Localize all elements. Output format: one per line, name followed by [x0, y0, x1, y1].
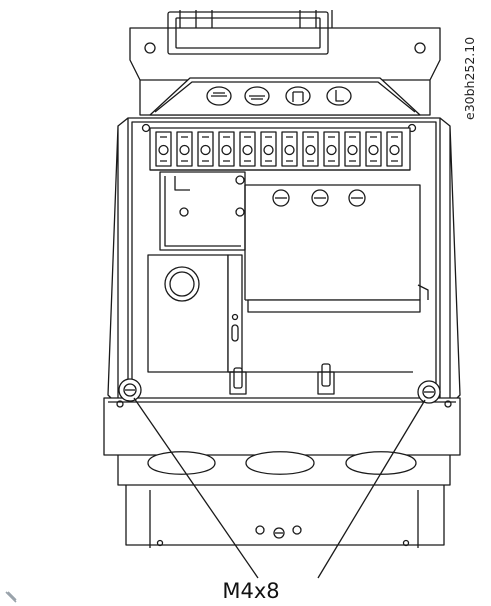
- bottom-shroud: [103, 397, 461, 486]
- callout-label: M4x8: [222, 579, 280, 603]
- terminal-screw: [239, 131, 256, 167]
- mounting-rail: [227, 254, 243, 373]
- screw-left: [118, 378, 142, 402]
- terminal-screw: [365, 131, 382, 167]
- grounding-studs: [228, 363, 413, 395]
- callout-leaders: [133, 397, 426, 579]
- corner-mark: [5, 591, 17, 603]
- screw-right: [417, 380, 441, 404]
- terminal-block-row: [149, 127, 411, 171]
- inner-compartment: [159, 171, 429, 313]
- panel-button: [244, 86, 270, 106]
- cable-entries: [147, 451, 417, 475]
- terminal-screw: [344, 131, 361, 167]
- terminal-screw: [218, 131, 235, 167]
- left-bay: [147, 254, 229, 373]
- base-plate: [125, 485, 445, 548]
- reference-code-text: e30bh252.10: [462, 37, 477, 120]
- terminal-screw: [386, 131, 403, 167]
- panel-button: [285, 86, 311, 106]
- control-panel: [149, 77, 421, 116]
- terminal-screw: [302, 131, 319, 167]
- reference-code: e30bh252.10: [462, 37, 477, 120]
- terminal-screw: [176, 131, 193, 167]
- terminal-screw: [323, 131, 340, 167]
- terminal-screw: [155, 131, 172, 167]
- terminal-screw: [260, 131, 277, 167]
- terminal-screw: [281, 131, 298, 167]
- terminal-screw: [197, 131, 214, 167]
- panel-button: [326, 86, 352, 106]
- panel-button: [206, 86, 232, 106]
